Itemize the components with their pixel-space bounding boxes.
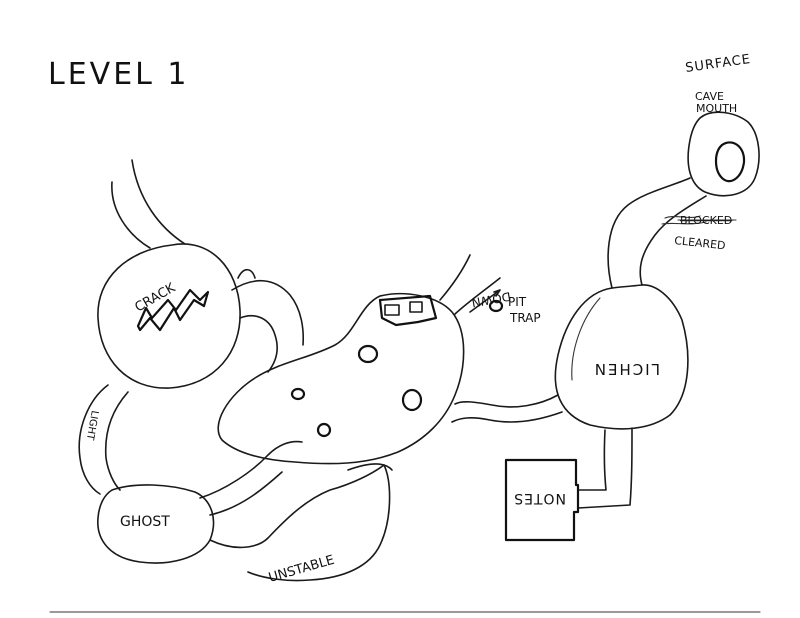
ghost-chamber-outline — [97, 484, 215, 564]
label-mouth: MOUTH — [696, 102, 737, 115]
hole-3 — [401, 388, 423, 412]
passage-mouth-to-lichen-left — [607, 177, 691, 289]
crack-small-loop — [237, 268, 256, 279]
label-ghost: GHOST — [120, 514, 170, 530]
label-cave: CAVE — [695, 90, 724, 103]
down-arrow — [469, 289, 501, 313]
passage-crack-to-ghost-inner — [104, 391, 129, 491]
label-notes: NOTES — [513, 490, 566, 506]
lichen-chamber-outline — [554, 284, 689, 430]
map-title: LEVEL 1 — [48, 57, 189, 92]
label-trap: TRAP — [509, 311, 541, 325]
passage-crack-up-left — [111, 181, 151, 249]
passage-crack-up-right — [131, 159, 186, 245]
label-light: LIGHT — [84, 409, 100, 441]
passage-lichen-to-notes-b — [577, 427, 633, 509]
pit-box-2 — [409, 301, 423, 313]
passage-crack-to-main-top — [231, 279, 305, 346]
blockage-marks — [661, 215, 707, 225]
lichen-chamber-inner — [571, 297, 601, 381]
label-pit: PIT — [508, 295, 527, 309]
pit-trap-hole — [488, 299, 504, 313]
pit-room — [378, 294, 438, 327]
passage-crack-to-ghost-outer — [78, 384, 109, 495]
passage-ghost-to-main-bottom — [209, 471, 283, 516]
cave-mouth-outline — [687, 111, 760, 197]
label-down: DOWN — [471, 289, 512, 310]
main-chamber-outline — [217, 292, 465, 465]
passage-crack-to-main-bottom — [239, 314, 278, 373]
passage-lichen-to-main-top — [454, 394, 559, 408]
label-lichen: LICHEN — [593, 360, 660, 378]
hole-1 — [357, 344, 379, 364]
crack-chamber-outline — [97, 243, 241, 389]
passage-to-down — [439, 254, 471, 301]
cave-mouth-opening — [714, 141, 746, 183]
label-cleared: CLEARED — [674, 234, 726, 252]
passage-mouth-to-lichen-right — [639, 195, 707, 286]
notes-room-outline — [504, 458, 580, 542]
pit-box — [384, 304, 400, 316]
passage-lichen-to-notes-a — [577, 429, 607, 491]
unstable-chamber-inner — [347, 463, 393, 471]
label-surface: SURFACE — [684, 52, 751, 76]
passage-ghost-to-main-top — [199, 440, 303, 499]
hole-2 — [290, 387, 306, 401]
passage-lichen-to-main-bottom — [451, 411, 563, 423]
crack-zigzag — [136, 288, 210, 332]
hole-4 — [316, 422, 332, 438]
passage-to-down-2 — [454, 277, 501, 315]
